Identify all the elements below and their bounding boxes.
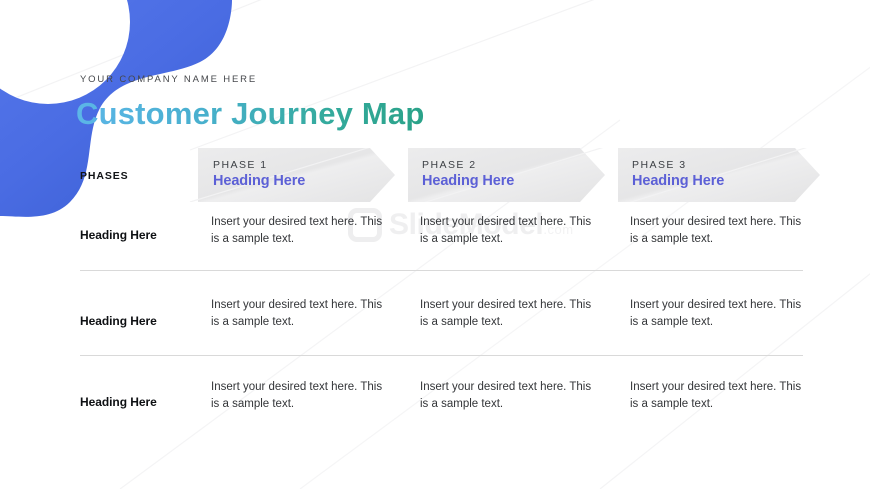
phases-row-label: PHASES — [80, 170, 129, 182]
phase-heading-2: Heading Here — [422, 173, 515, 190]
row-heading-1: Heading Here — [80, 228, 157, 242]
phase-kicker-3: PHASE 3 — [632, 158, 687, 171]
table-cell-r2c3: Insert your desired text here. This is a… — [630, 299, 802, 328]
row-divider-2 — [80, 355, 803, 356]
table-cell-r1c3: Insert your desired text here. This is a… — [630, 216, 802, 245]
decorative-blue-corner-shape — [0, 0, 233, 217]
row-divider-1 — [80, 270, 803, 271]
table-cell-r1c1: Insert your desired text here. This is a… — [211, 216, 383, 245]
page-title: Customer Journey Map — [76, 96, 425, 131]
row-heading-2: Heading Here — [80, 314, 157, 328]
phase-chevron-group: PHASE 1 Heading Here PHASE 2 Heading Her… — [0, 131, 870, 211]
phase-label-3: PHASE 3 Heading Here — [630, 148, 724, 202]
table-cell-r2c1: Insert your desired text here. This is a… — [211, 299, 383, 328]
table-cell-r3c2: Insert your desired text here. This is a… — [420, 381, 592, 410]
phase-chevron-shapes — [189, 131, 851, 211]
phase-kicker-1: PHASE 1 — [213, 158, 268, 171]
chevron-shape-1 — [198, 148, 395, 202]
phase-label-2: PHASE 2 Heading Here — [420, 148, 514, 202]
phase-label-1: PHASE 1 Heading Here — [211, 148, 305, 202]
table-cell-r2c2: Insert your desired text here. This is a… — [420, 299, 592, 328]
table-cell-r3c3: Insert your desired text here. This is a… — [630, 381, 802, 410]
phase-kicker-2: PHASE 2 — [422, 158, 477, 171]
phase-heading-1: Heading Here — [213, 173, 306, 190]
phase-heading-3: Heading Here — [632, 173, 725, 190]
table-cell-r3c1: Insert your desired text here. This is a… — [211, 381, 383, 410]
company-name-label: YOUR COMPANY NAME HERE — [80, 74, 258, 85]
row-heading-3: Heading Here — [80, 395, 157, 409]
table-cell-r1c2: Insert your desired text here. This is a… — [420, 216, 592, 245]
